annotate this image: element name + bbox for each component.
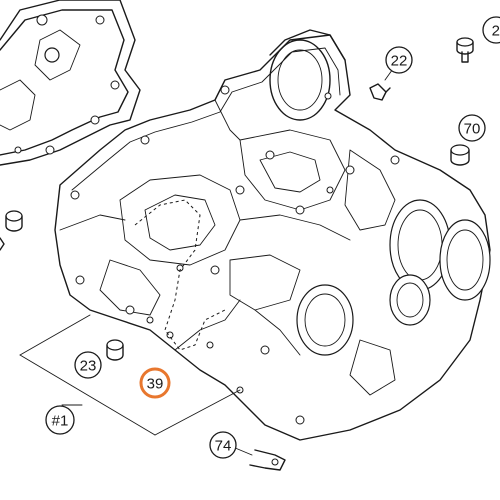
callout-label-22-right: 22 [492,23,500,40]
callout-label-39: 39 [147,376,164,393]
bolt-part-22b [456,37,474,63]
callout-23[interactable]: 23 [74,351,102,379]
clip-part-74 [249,449,286,471]
callout-label-22-left: 22 [391,53,408,70]
case-gasket [134,199,226,351]
callout-label-74: 74 [215,438,232,455]
callout-70[interactable]: 70 [458,114,486,142]
callout-label-1: #1 [52,413,69,430]
dowel-sleeve-left [0,210,23,251]
sleeve-part-70 [450,144,470,166]
pin-part-22a [369,83,391,101]
crankcase-half [54,29,491,441]
sleeve-part-23 [106,339,124,361]
callout-1[interactable]: #1 [45,405,75,435]
callout-label-23: 23 [80,358,97,375]
cover-gasket [0,0,141,166]
leader-lines [19,65,396,456]
callout-label-70: 70 [464,121,481,138]
callout-39-highlighted[interactable]: 39 [139,367,171,399]
callout-74[interactable]: 74 [209,431,237,459]
callout-22-left[interactable]: 22 [385,46,413,74]
callout-22-right[interactable]: 22 [482,16,500,44]
